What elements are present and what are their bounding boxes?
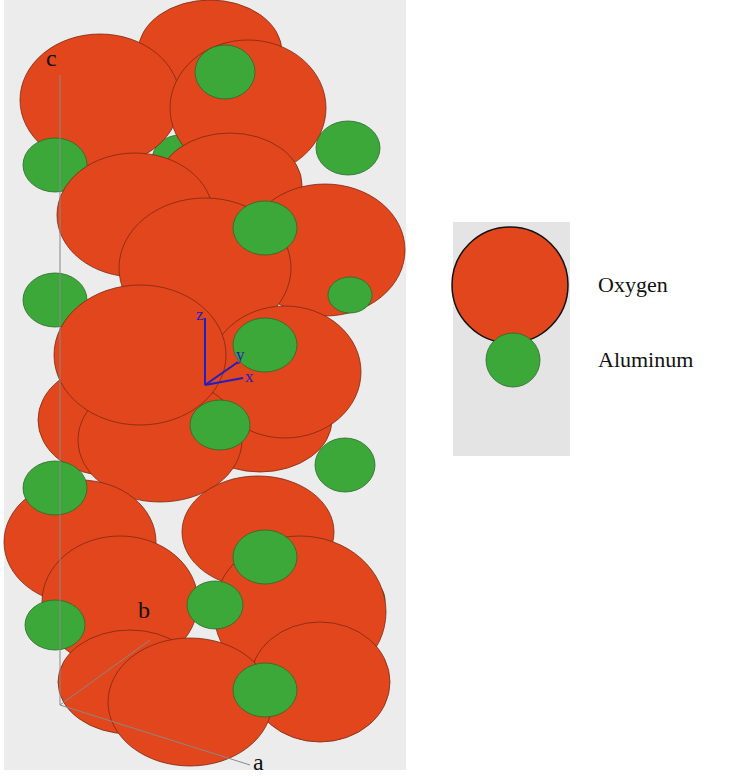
axis-label: c xyxy=(46,46,57,70)
aluminum-atom xyxy=(25,600,85,650)
triad-label: y xyxy=(236,346,245,363)
aluminum-atom xyxy=(195,45,255,99)
aluminum-atom xyxy=(316,121,380,175)
legend-text: Aluminum xyxy=(598,349,693,371)
unit-cell xyxy=(60,75,250,765)
aluminum-atom xyxy=(328,277,372,313)
legend-panel xyxy=(453,222,570,456)
aluminum-atom xyxy=(190,400,250,450)
aluminum-atom xyxy=(187,581,243,629)
aluminum-atom xyxy=(233,318,297,372)
aluminum-atom xyxy=(315,438,375,492)
atom-spheres xyxy=(4,0,405,766)
view-ground xyxy=(4,0,406,770)
aluminum-atom xyxy=(233,663,297,717)
oxygen-atom xyxy=(54,285,226,425)
legend-swatch xyxy=(486,333,540,387)
triad-label: x xyxy=(245,368,254,385)
aluminum-atom xyxy=(23,461,87,515)
axis-label: b xyxy=(138,598,150,622)
triad-label: z xyxy=(196,306,204,323)
legend-text: Oxygen xyxy=(598,274,668,296)
aluminum-atom xyxy=(233,530,297,584)
axis-label: a xyxy=(253,750,264,774)
aluminum-atom xyxy=(233,201,297,255)
legend-swatch xyxy=(452,227,568,343)
